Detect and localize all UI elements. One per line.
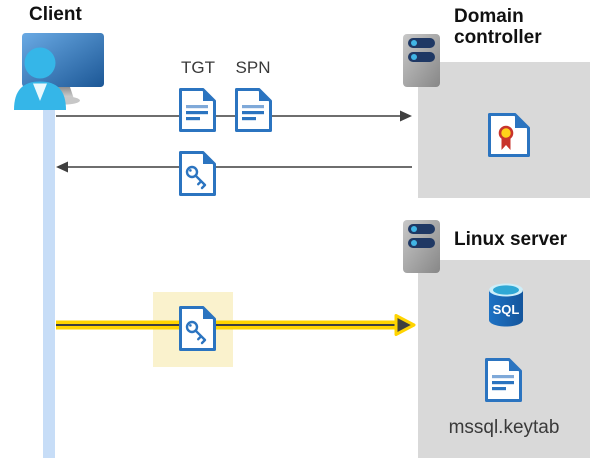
client-computer-icon [14, 33, 104, 110]
sql-database-icon: SQL [489, 283, 523, 327]
keytab-label: mssql.keytab [448, 417, 560, 438]
auth-arrow-to-linux-server [56, 314, 416, 336]
linux-server-icon [403, 220, 440, 273]
client-label: Client [29, 4, 82, 25]
spn-document-icon [235, 88, 272, 132]
key-ticket-icon-highlighted [179, 306, 216, 351]
keytab-file-icon [485, 358, 522, 402]
tgt-document-icon [179, 88, 216, 132]
domain-controller-server-icon [403, 34, 440, 87]
domain-controller-label: Domain controller [454, 6, 542, 48]
key-ticket-icon [179, 151, 216, 196]
request-arrow-to-domain-controller [56, 110, 412, 122]
linux-server-label: Linux server [454, 229, 567, 250]
response-arrow-to-client [56, 161, 412, 173]
spn-label: SPN [235, 58, 271, 77]
tgt-label: TGT [181, 58, 215, 77]
certificate-icon [488, 113, 530, 157]
client-session-bar [43, 100, 55, 458]
sql-icon-text: SQL [493, 302, 520, 317]
